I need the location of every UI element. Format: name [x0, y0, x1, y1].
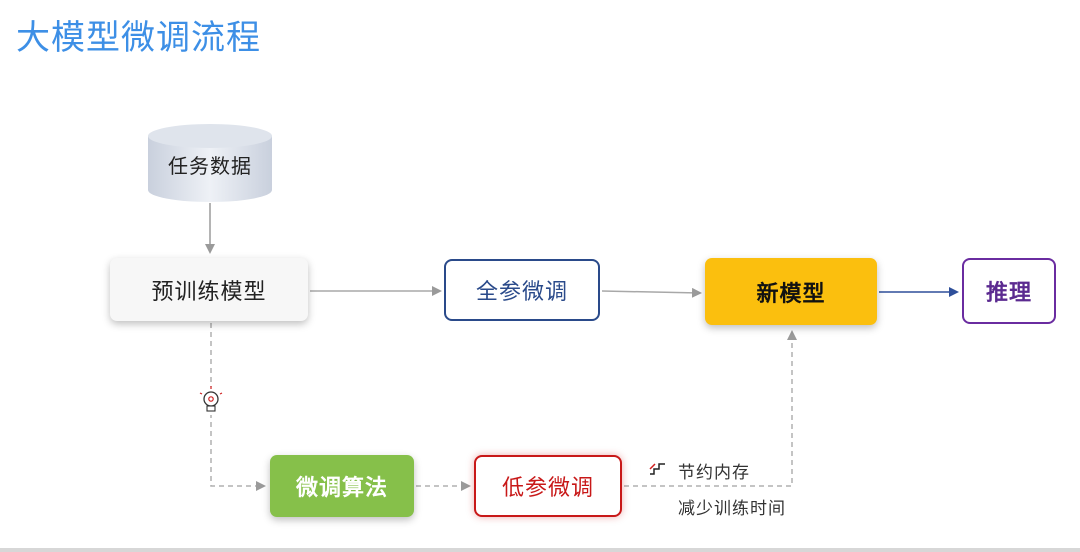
dashed-low-to-new — [624, 330, 797, 487]
inference-node: 推理 — [962, 258, 1056, 324]
finetune-algorithm-label: 微调算法 — [295, 476, 388, 501]
new-model-node: 新模型 — [705, 258, 877, 325]
lightbulb-icon — [198, 386, 224, 415]
new-model-label: 新模型 — [756, 281, 826, 307]
low-param-finetune-node: 低参微调 — [474, 455, 622, 517]
inference-label: 推理 — [985, 281, 1032, 306]
full-finetune-label: 全参微调 — [475, 280, 568, 305]
full-finetune-node: 全参微调 — [444, 259, 600, 321]
page-title: 大模型微调流程 — [16, 18, 261, 58]
finetune-algorithm-node: 微调算法 — [270, 455, 414, 517]
step-icon — [648, 460, 670, 476]
reduce-training-time-note: 减少训练时间 — [678, 499, 786, 519]
arrow-full-to-new — [601, 287, 702, 298]
save-memory-note: 节约内存 — [678, 463, 750, 483]
bottom-divider — [0, 548, 1080, 552]
low-param-finetune-label: 低参微调 — [501, 476, 594, 501]
task-data-label: 任务数据 — [168, 154, 252, 178]
dashed-pretrain-to-algo — [210, 323, 266, 491]
pretrained-model-node: 预训练模型 — [110, 258, 308, 321]
pretrained-model-label: 预训练模型 — [151, 279, 267, 305]
task-data-cylinder — [148, 124, 272, 202]
